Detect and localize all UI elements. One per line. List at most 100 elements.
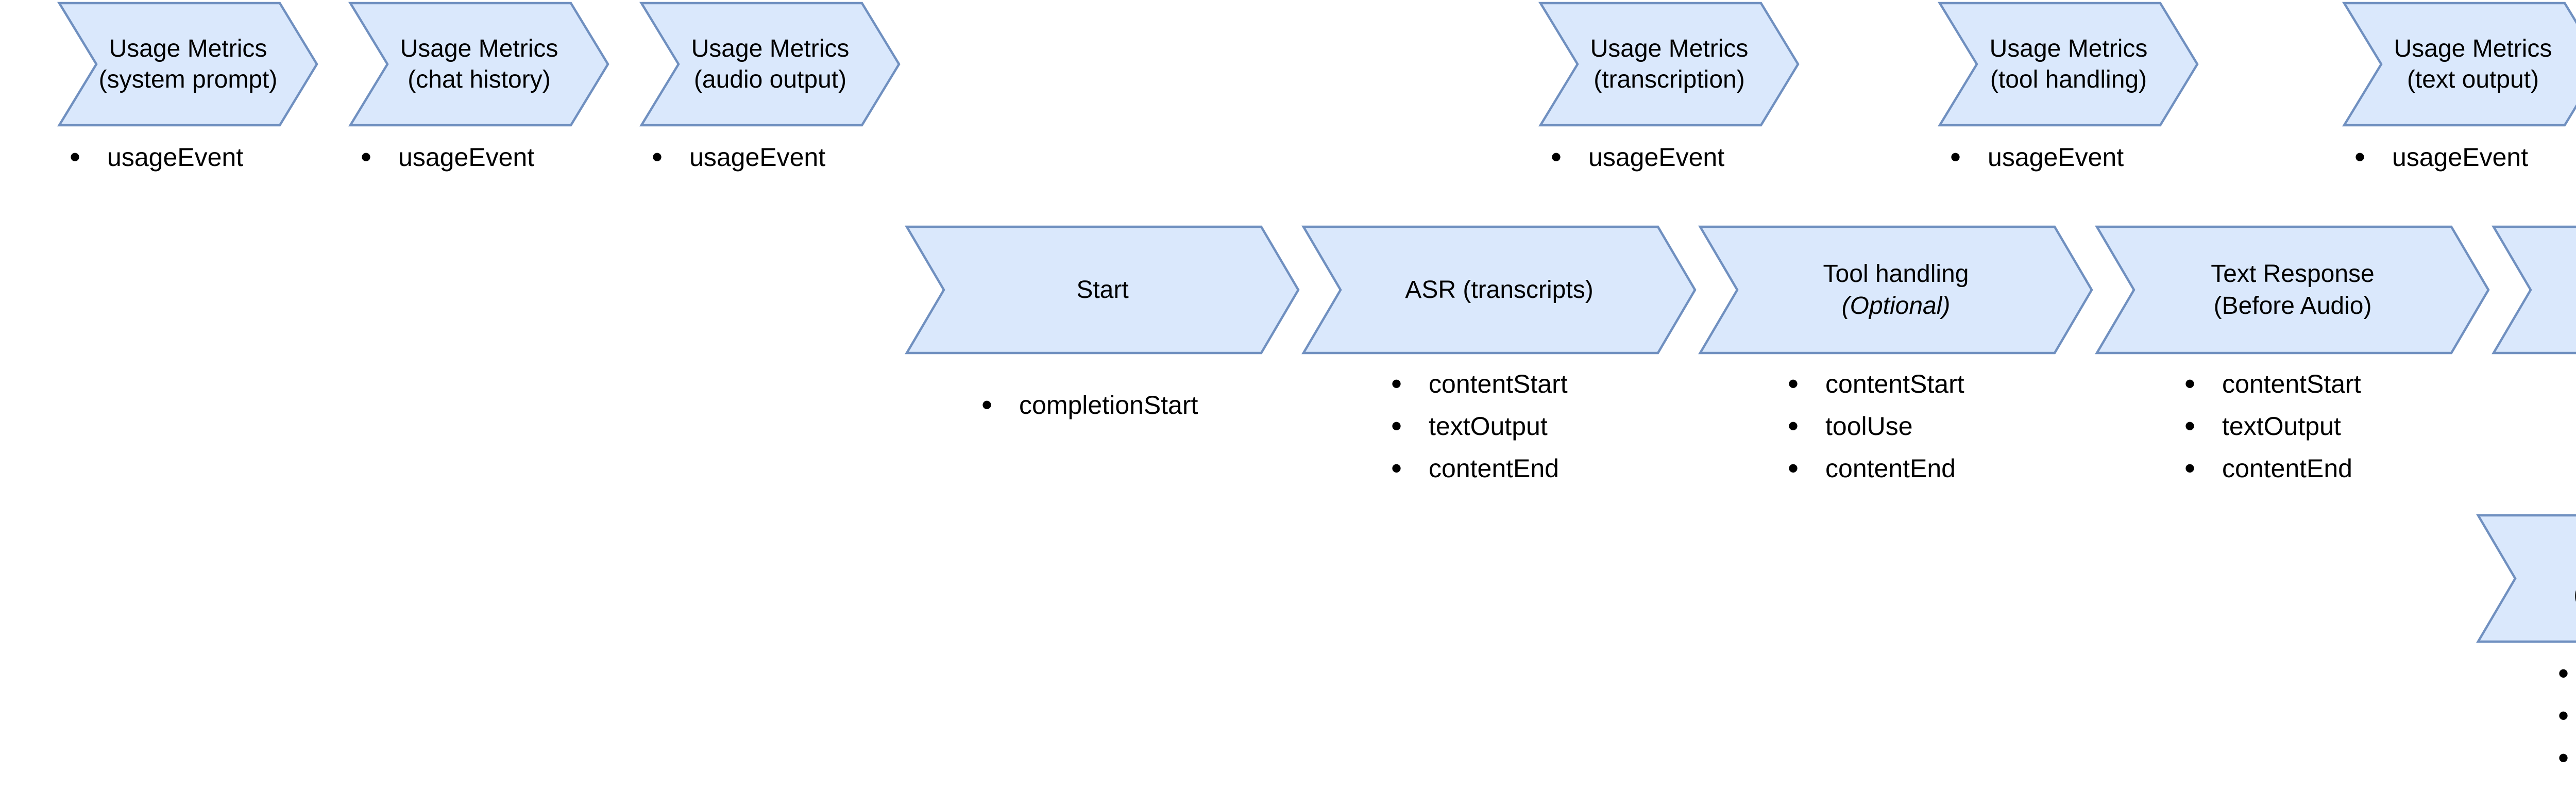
event-list-tool-handling: • contentStart •toolUse • contentEnd [1788, 363, 1964, 490]
event-list-usage-metrics-tool-handling: • usageEvent [1950, 136, 2124, 178]
event-list-item: •textOutput [2184, 405, 2361, 447]
chevron-usage-metrics-audio-output-1: Usage Metrics (audio output) [639, 2, 901, 127]
chevron-shape-icon [2342, 2, 2576, 127]
chevron-shape-icon [1538, 2, 1800, 127]
step-label-line: (text output) [2406, 65, 2539, 93]
chevron-audio-response: Audio Response [2492, 225, 2576, 355]
bullet-icon: • [361, 140, 372, 174]
step-label: Usage Metrics (tool handling) [1940, 3, 2197, 125]
step-label: Tool handling(Optional) [1700, 227, 2092, 353]
bullet-icon: • [1788, 451, 1799, 485]
event-list-item: •toolUse [1788, 405, 1964, 447]
chevron-usage-metrics-chat-history: Usage Metrics(chat history) [348, 2, 609, 127]
event-list-item: • contentEnd [1788, 447, 1964, 490]
event-list-usage-metrics-chat-history: • usageEvent [361, 136, 534, 178]
chevron-shape-icon [639, 2, 901, 127]
event-list-usage-metrics-system-prompt: • usageEvent [70, 136, 243, 178]
step-label-line: Usage Metrics [691, 35, 850, 62]
chevron-shape-icon [905, 225, 1300, 355]
step-label-line: (Before Audio) [2213, 292, 2372, 320]
event-name: usageEvent [1988, 143, 2124, 172]
step-label: Usage Metrics(chat history) [350, 3, 608, 125]
step-label-line: Usage Metrics [2394, 35, 2552, 62]
step-label-line: (audio output) [693, 65, 847, 93]
step-label-line: (transcription) [1594, 65, 1745, 93]
chevron-usage-metrics-text-output: Usage Metrics (text output) [2342, 2, 2576, 127]
event-list-item: •usageEvent [1551, 136, 1724, 178]
chevron-shape-icon [348, 2, 609, 127]
bullet-icon: • [2558, 656, 2569, 691]
event-list-item: • usageEvent [361, 136, 534, 178]
event-list-item: •contentStart [2184, 363, 2361, 405]
bullet-icon: • [1950, 140, 1961, 174]
event-list-barge-in: •contentStart•textOutput•contentEnd [2558, 652, 2576, 779]
step-label-line: (User Interruption) [2573, 579, 2576, 611]
chevron-start: Start [905, 225, 1300, 355]
step-label: Usage Metrics(transcription) [1540, 3, 1798, 125]
event-name: usageEvent [107, 143, 244, 172]
event-list-usage-metrics-transcription: •usageEvent [1551, 136, 1724, 178]
event-list-item: • usageEvent [70, 136, 243, 178]
step-label-line: Usage Metrics [1989, 35, 2148, 62]
event-name: toolUse [1825, 412, 1913, 441]
bullet-icon: • [1391, 366, 1402, 401]
chevron-shape-icon [57, 2, 318, 127]
bullet-icon: • [2558, 741, 2569, 775]
event-list-item: • contentStart [1788, 363, 1964, 405]
chevron-asr-transcripts: ASR (transcripts) [1301, 225, 1697, 355]
chevron-barge-in: Barge in(User Interruption) [2476, 514, 2576, 643]
chevron-tool-handling: Tool handling(Optional) [1698, 225, 2093, 355]
chevron-shape-icon [1938, 2, 2199, 127]
event-name: contentEnd [1429, 454, 1559, 483]
step-label: Audio Response [2494, 227, 2576, 353]
event-list-item: • contentEnd [2184, 447, 2361, 490]
step-label-line: (tool handling) [1990, 65, 2147, 93]
step-label-line: Text Response [2211, 260, 2375, 288]
step-label-line: (chat history) [408, 65, 551, 93]
event-list-start: • completionStart [981, 384, 1198, 426]
chevron-shape-icon [2492, 225, 2576, 355]
bullet-icon: • [70, 140, 81, 174]
bullet-icon: • [2184, 366, 2196, 401]
event-name: contentStart [1825, 370, 1964, 398]
bullet-icon: • [2558, 698, 2569, 733]
chevron-shape-icon [2095, 225, 2490, 355]
chevron-shape-icon [1698, 225, 2093, 355]
event-name: usageEvent [689, 143, 826, 172]
bullet-icon: • [1788, 366, 1799, 401]
step-label-line: Usage Metrics [109, 35, 267, 62]
event-list-item: •contentEnd [1391, 447, 1568, 490]
event-list-item: •contentEnd [2558, 737, 2576, 779]
event-list-item: • usageEvent [1950, 136, 2124, 178]
step-label-line: Tool handling [1823, 260, 1969, 288]
bullet-icon: • [1391, 409, 1402, 443]
event-name: textOutput [2222, 412, 2341, 441]
event-name: textOutput [1429, 412, 1548, 441]
chevron-usage-metrics-transcription: Usage Metrics(transcription) [1538, 2, 1800, 127]
event-list-usage-metrics-text-output: • usageEvent [2354, 136, 2528, 178]
event-name: contentEnd [1825, 454, 1956, 483]
chevron-usage-metrics-system-prompt: Usage Metrics (system prompt) [57, 2, 318, 127]
step-label: Start [907, 227, 1298, 353]
step-label: Usage Metrics (audio output) [641, 3, 899, 125]
chevron-shape-icon [1301, 225, 1697, 355]
event-list-item: • textOutput [1391, 405, 1568, 447]
event-list-item: • usageEvent [2354, 136, 2528, 178]
step-label-line: (system prompt) [98, 65, 278, 93]
bullet-icon: • [981, 388, 993, 422]
event-list-item: • contentStart [1391, 363, 1568, 405]
event-name: usageEvent [2392, 143, 2529, 172]
event-list-item: •contentStart [2558, 652, 2576, 695]
step-label-line: ASR (transcripts) [1405, 276, 1594, 304]
event-name: completionStart [1019, 391, 1198, 419]
step-label: Text Response (Before Audio) [2097, 227, 2488, 353]
bullet-icon: • [2354, 140, 2366, 174]
step-label: Usage Metrics (system prompt) [59, 3, 317, 125]
bullet-icon: • [1551, 140, 1562, 174]
event-name: contentStart [1429, 370, 1568, 398]
event-list-item: •textOutput [2558, 695, 2576, 737]
event-name: usageEvent [398, 143, 535, 172]
bullet-icon: • [2184, 451, 2196, 485]
event-name: contentEnd [2222, 454, 2352, 483]
